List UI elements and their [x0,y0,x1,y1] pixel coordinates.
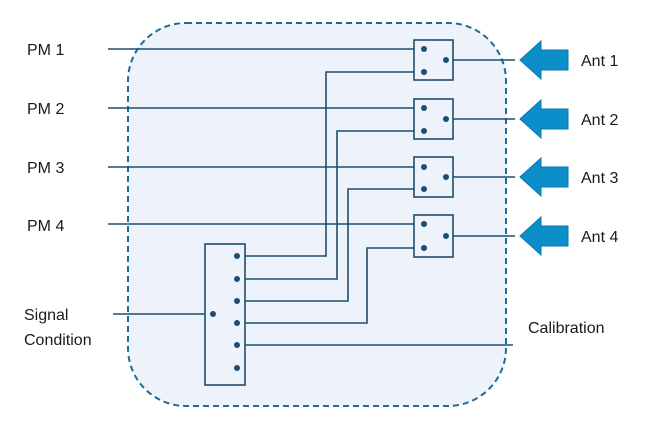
ant1-label: Ant 1 [581,53,618,70]
ant3-arrow-icon [519,156,569,198]
route-wire-3 [237,188,424,302]
ant4-label: Ant 4 [581,229,618,246]
pm2-label: PM 2 [27,101,64,118]
ant3-label: Ant 3 [581,170,618,187]
switch-2 [413,98,454,140]
signal-condition-label-line1: Signal [24,307,68,324]
signal-condition-label-line2: Condition [24,332,92,349]
ant1-arrow-icon [519,39,569,81]
ant2-arrow-icon [519,98,569,140]
signal-condition-box [204,243,246,386]
route-wire-1 [237,71,424,257]
switch-3 [413,156,454,198]
ant2-label: Ant 2 [581,112,618,129]
switch-4 [413,214,454,258]
route-wire-2 [237,130,424,280]
pm3-label: PM 3 [27,160,64,177]
pm4-label: PM 4 [27,218,64,235]
ant4-arrow-icon [519,215,569,257]
route-wire-4 [237,247,424,324]
switch-1 [413,39,454,81]
calibration-label: Calibration [528,320,604,337]
pm1-label: PM 1 [27,42,64,59]
